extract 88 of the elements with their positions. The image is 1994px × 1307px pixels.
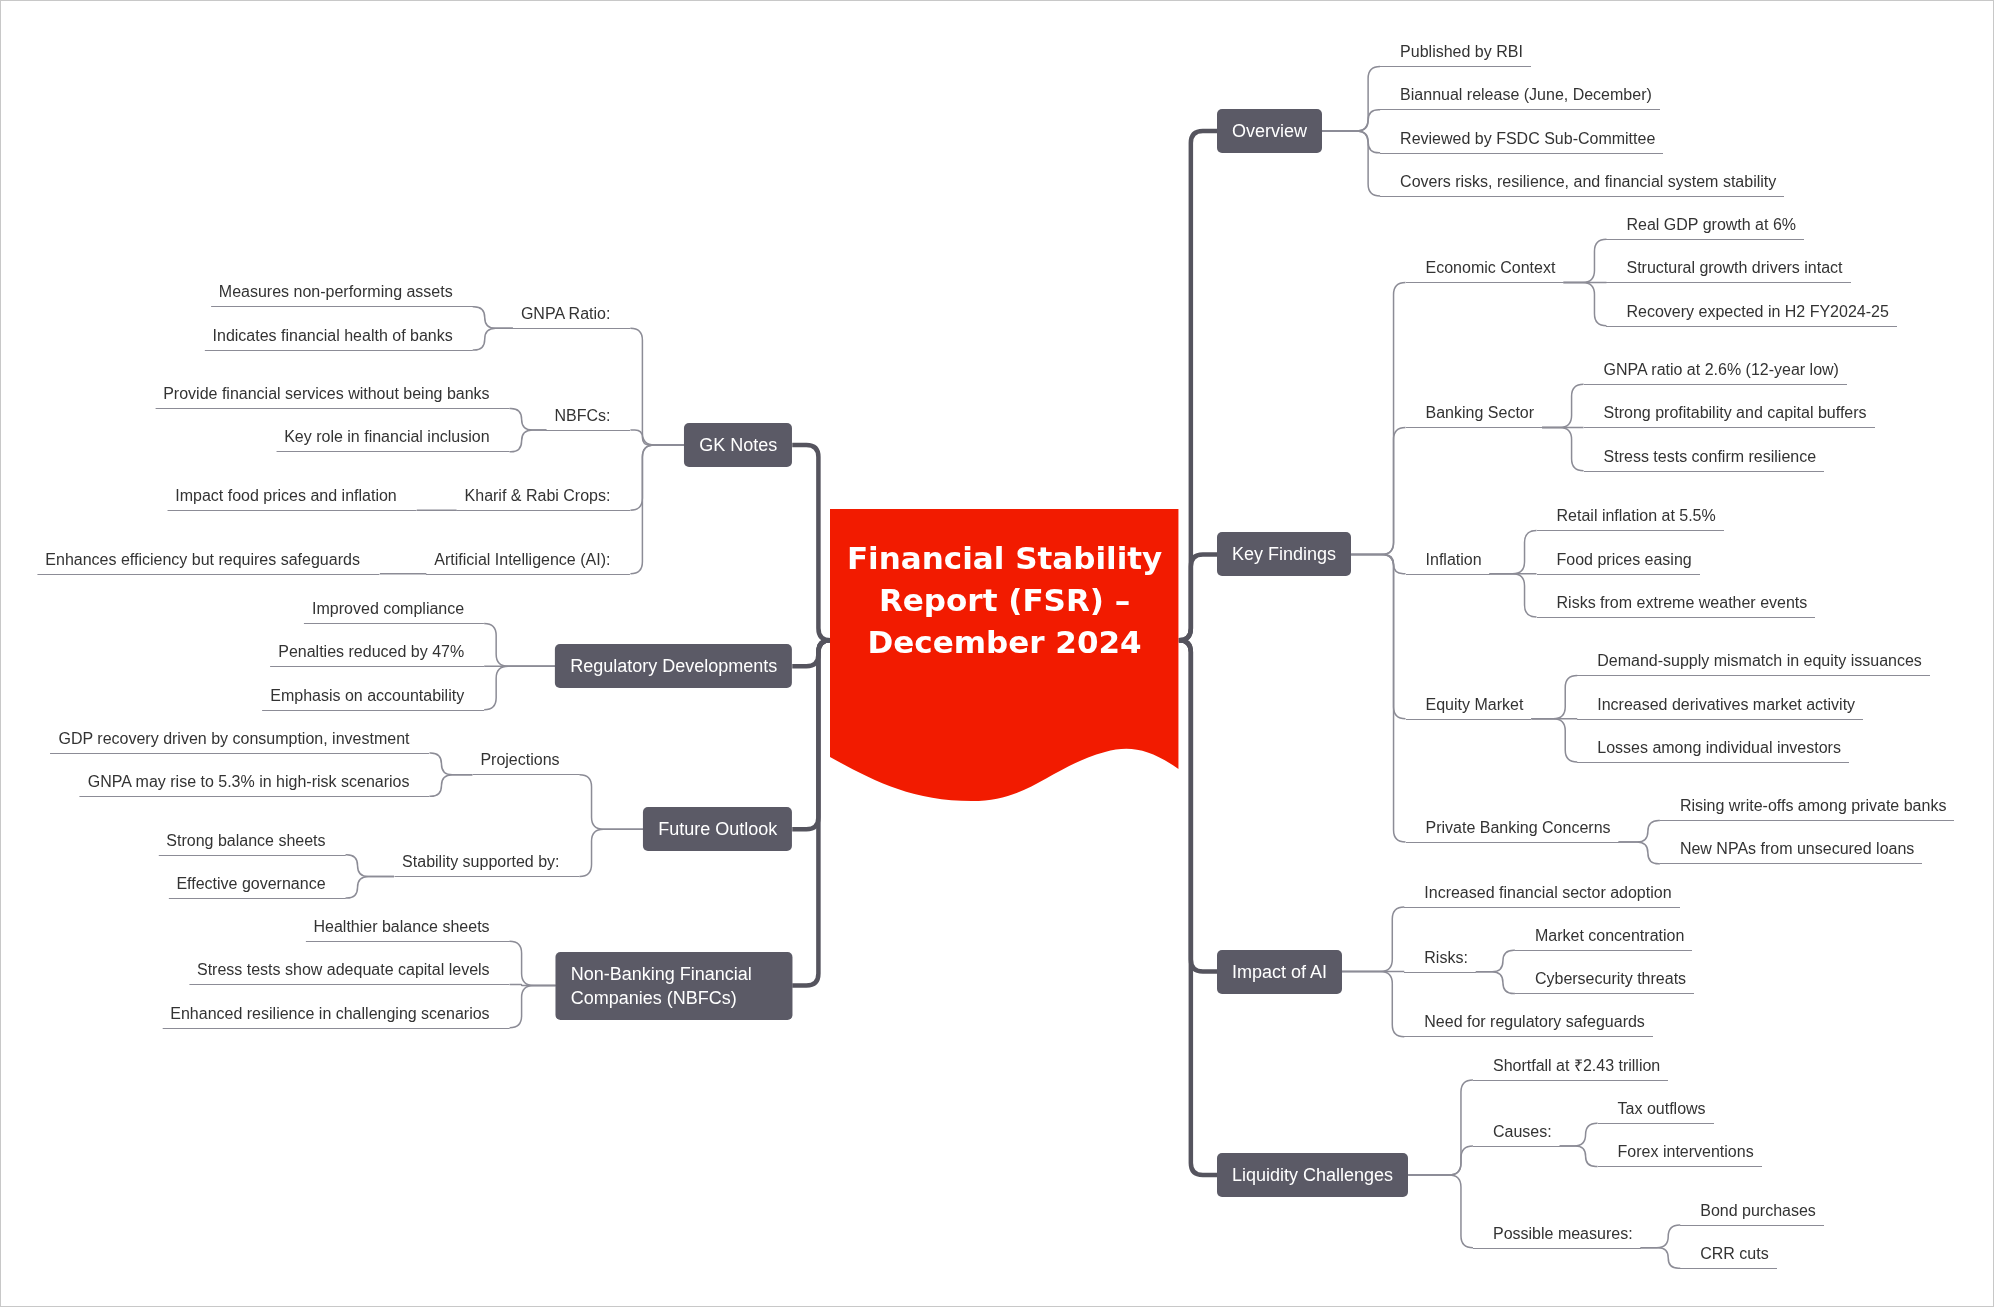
topic-label: Indicates financial health of banks xyxy=(204,324,473,351)
topic-label: Need for regulatory safeguards xyxy=(1404,1011,1653,1038)
topic-label: Reviewed by FSDC Sub-Committee xyxy=(1380,127,1664,154)
topic-label: Forex interventions xyxy=(1597,1141,1762,1168)
connector-line xyxy=(1350,553,1407,843)
connector-line xyxy=(1617,841,1661,865)
topic-label: GNPA may rise to 5.3% in high-risk scenarios xyxy=(79,771,430,798)
topic-label: Stability supported by: xyxy=(394,851,580,878)
topic-label: Healthier balance sheets xyxy=(305,916,510,943)
topic-label: GNPA ratio at 2.6% (12-year low) xyxy=(1583,359,1847,386)
topic-label: GNPA Ratio: xyxy=(512,303,631,330)
topic-label: NBFCs: xyxy=(546,404,631,431)
connector-line xyxy=(1321,130,1381,197)
connector-line xyxy=(471,327,514,351)
topic-label: Biannual release (June, December) xyxy=(1380,84,1660,111)
topic-label: Strong balance sheets xyxy=(158,829,346,856)
topic-label: Published by RBI xyxy=(1380,41,1531,68)
topic-label: Recovery expected in H2 FY2024-25 xyxy=(1606,300,1897,327)
connector-line xyxy=(1407,1174,1474,1249)
topic-label: Strong profitability and capital buffers xyxy=(1583,402,1875,429)
topic-label: Kharif & Rabi Crops: xyxy=(456,484,631,511)
topic-box: Overview xyxy=(1217,108,1322,153)
connector-line xyxy=(1475,971,1516,995)
connector-line xyxy=(416,509,458,511)
connector-line xyxy=(508,429,548,453)
topic-label: Inflation xyxy=(1405,548,1490,575)
connector-line xyxy=(1530,718,1578,763)
connector-line xyxy=(344,875,395,899)
topic-label: Shortfall at ₹2.43 trillion xyxy=(1472,1054,1669,1081)
topic-label: Risks from extreme weather events xyxy=(1536,591,1816,618)
topic-label: Possible measures: xyxy=(1472,1222,1641,1249)
topic-label: Increased financial sector adoption xyxy=(1404,881,1680,908)
topic-label: Structural growth drivers intact xyxy=(1606,257,1851,284)
topic-label: Risks: xyxy=(1404,946,1476,973)
topic-box: Liquidity Challenges xyxy=(1217,1153,1409,1198)
topic-label: Enhances efficiency but requires safeguards xyxy=(37,548,380,575)
topic-label: Retail inflation at 5.5% xyxy=(1536,505,1724,532)
topic-label: Market concentration xyxy=(1514,924,1693,951)
connector-line xyxy=(1541,426,1585,472)
topic-label: Increased derivatives market activity xyxy=(1577,693,1864,720)
connector-line xyxy=(428,773,474,798)
topic-label: Losses among individual investors xyxy=(1577,736,1849,763)
topic-label: Provide financial services without being banks xyxy=(155,383,510,410)
connector-line xyxy=(1488,573,1538,618)
connector-line xyxy=(629,444,685,575)
topic-label: Emphasis on accountability xyxy=(262,684,485,711)
topic-label: Rising write-offs among private banks xyxy=(1659,795,1955,822)
topic-label: Food prices easing xyxy=(1536,548,1700,575)
topic-label: Artificial Intelligence (AI): xyxy=(426,548,631,575)
topic-label: Improved compliance xyxy=(304,598,485,625)
topic-label: GDP recovery driven by consumption, investment xyxy=(50,727,430,754)
topic-box: Regulatory Developments xyxy=(555,644,793,689)
topic-label: Stress tests confirm resilience xyxy=(1583,445,1825,472)
topic-label: Enhanced resilience in challenging scenarios xyxy=(162,1002,510,1029)
topic-label: Banking Sector xyxy=(1405,402,1543,429)
topic-label: Equity Market xyxy=(1405,693,1532,720)
topic-box: Impact of AI xyxy=(1217,949,1343,994)
topic-box: Key Findings xyxy=(1217,532,1352,577)
topic-box: Future Outlook xyxy=(643,807,793,852)
topic-label: Covers risks, resilience, and financial system stability xyxy=(1380,170,1785,197)
connector-line xyxy=(1639,1247,1681,1269)
topic-label: Bond purchases xyxy=(1680,1199,1824,1226)
connector-line xyxy=(578,828,644,878)
topic-box: Non-Banking Financial Companies (NBFCs) xyxy=(555,951,793,1020)
topic-label: Projections xyxy=(472,749,580,776)
connector-line xyxy=(379,573,428,575)
topic-label: CRR cuts xyxy=(1680,1242,1777,1269)
topic-label: Effective governance xyxy=(168,872,346,899)
topic-label: Impact food prices and inflation xyxy=(167,484,417,511)
topic-label: Key role in financial inclusion xyxy=(276,426,510,453)
topic-box: GK Notes xyxy=(684,423,793,468)
topic-label: Economic Context xyxy=(1405,257,1564,284)
topic-label: Demand-supply mismatch in equity issuances xyxy=(1577,650,1930,677)
topic-label: Penalties reduced by 47% xyxy=(270,641,485,668)
topic-label: Tax outflows xyxy=(1597,1097,1714,1124)
connector-line xyxy=(1558,1145,1599,1168)
connector-line xyxy=(483,665,556,711)
topic-label: Stress tests show adequate capital levels xyxy=(189,959,510,986)
connector-line xyxy=(1562,281,1608,327)
connector-line xyxy=(508,984,557,1029)
topic-label: Measures non-performing assets xyxy=(210,281,473,308)
connector-line xyxy=(1341,970,1406,1038)
topic-label: Real GDP growth at 6% xyxy=(1606,214,1805,241)
central-title: Financial Stability Report (FSR) – December 2024 xyxy=(845,538,1164,662)
topic-label: New NPAs from unsecured loans xyxy=(1659,838,1923,865)
topic-label: Causes: xyxy=(1472,1120,1560,1147)
topic-label: Cybersecurity threats xyxy=(1514,968,1695,995)
topic-label: Private Banking Concerns xyxy=(1405,816,1619,843)
